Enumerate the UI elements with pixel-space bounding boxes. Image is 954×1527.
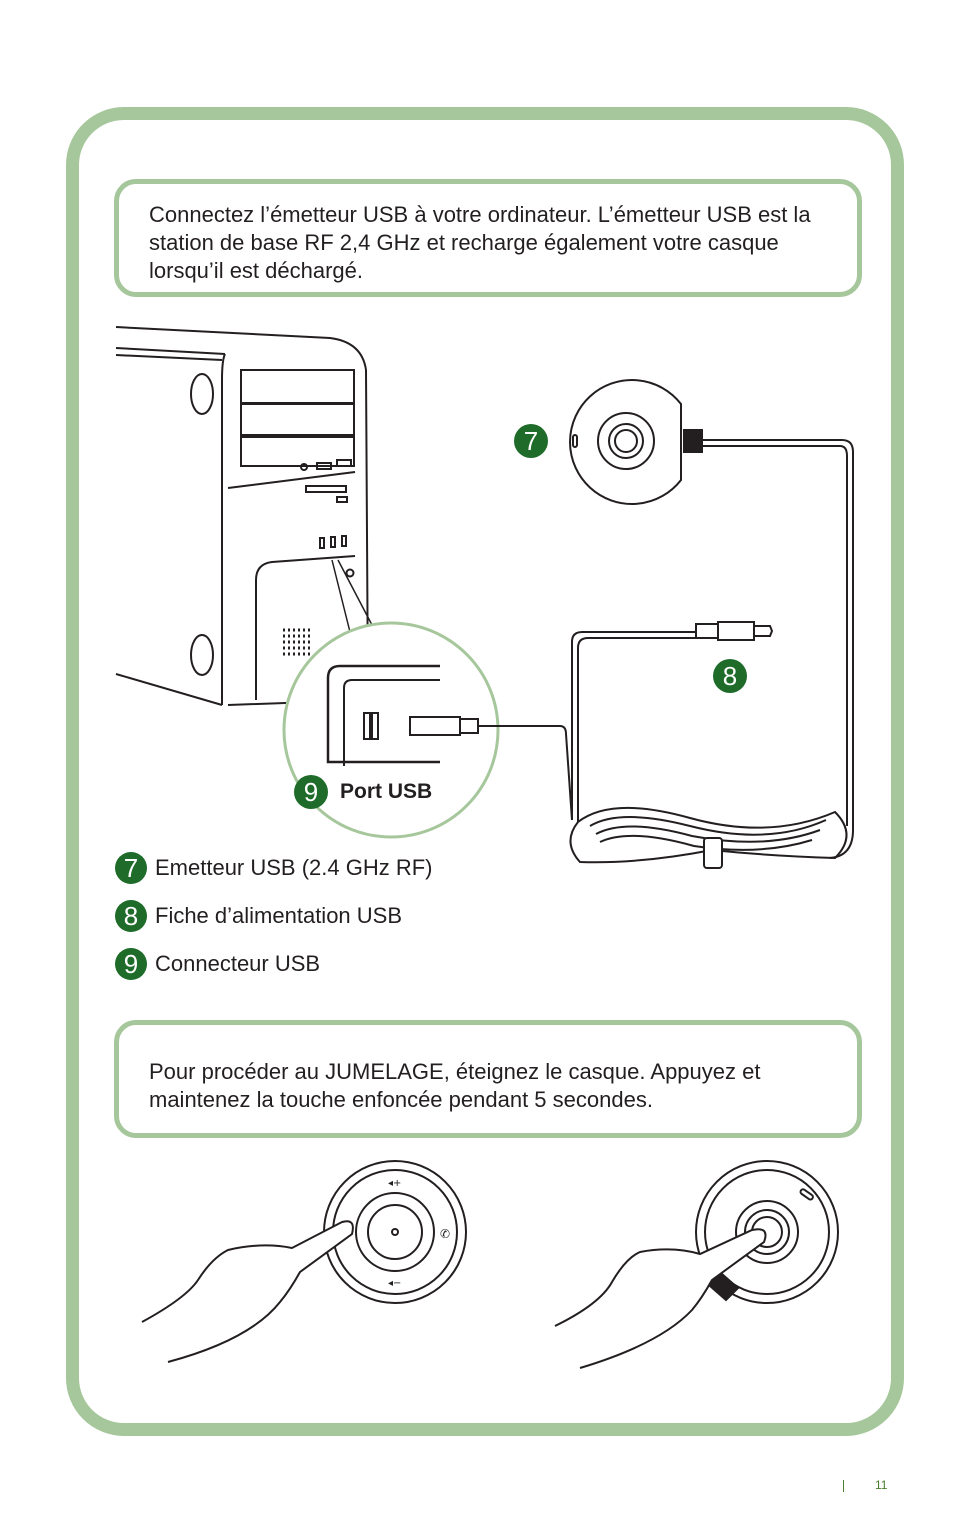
usb-transmitter [569,379,854,859]
transmitter-button-press [554,1160,839,1369]
page-number-value: 11 [875,1478,888,1492]
instruction-text-pairing: Pour procéder au JUMELAGE, éteignez le c… [149,1059,761,1112]
usb-plug [695,621,774,641]
page-frame [66,107,904,1436]
headset-control-press: ◂+ ◂− ✆ [141,1160,467,1363]
port-usb-label: Port USB [340,780,433,803]
callout-7: 7 [514,424,548,458]
svg-text:◂+: ◂+ [388,1178,401,1189]
page-number: 11 [843,1478,887,1492]
computer-tower [115,326,370,706]
instruction-box-connect: Connectez l’émetteur USB à votre ordinat… [114,179,862,297]
svg-text:◂−: ◂− [388,1278,401,1289]
callout-8: 8 [713,659,747,693]
instruction-box-pairing: Pour procéder au JUMELAGE, éteignez le c… [114,1020,862,1138]
legend-badge: 9 [115,948,147,980]
instruction-text-connect: Connectez l’émetteur USB à votre ordinat… [149,202,811,283]
legend-badge: 7 [115,852,147,884]
legend-label: Emetteur USB (2.4 GHz RF) [155,855,433,880]
legend-badge: 8 [115,900,147,932]
svg-text:✆: ✆ [440,1227,450,1241]
usb-port-callout: 9 Port USB [294,775,432,809]
legend-label: Fiche d’alimentation USB [155,903,403,928]
legend-label: Connecteur USB [155,951,321,976]
page-number-divider [843,1479,844,1492]
legend-item: 8 Fiche d’alimentation USB [115,899,402,933]
usb-port-zoom [282,559,573,839]
legend-item: 9 Connecteur USB [115,947,320,981]
coiled-cable [569,631,848,869]
callout-9: 9 [294,775,328,809]
legend-item: 7 Emetteur USB (2.4 GHz RF) [115,851,433,885]
